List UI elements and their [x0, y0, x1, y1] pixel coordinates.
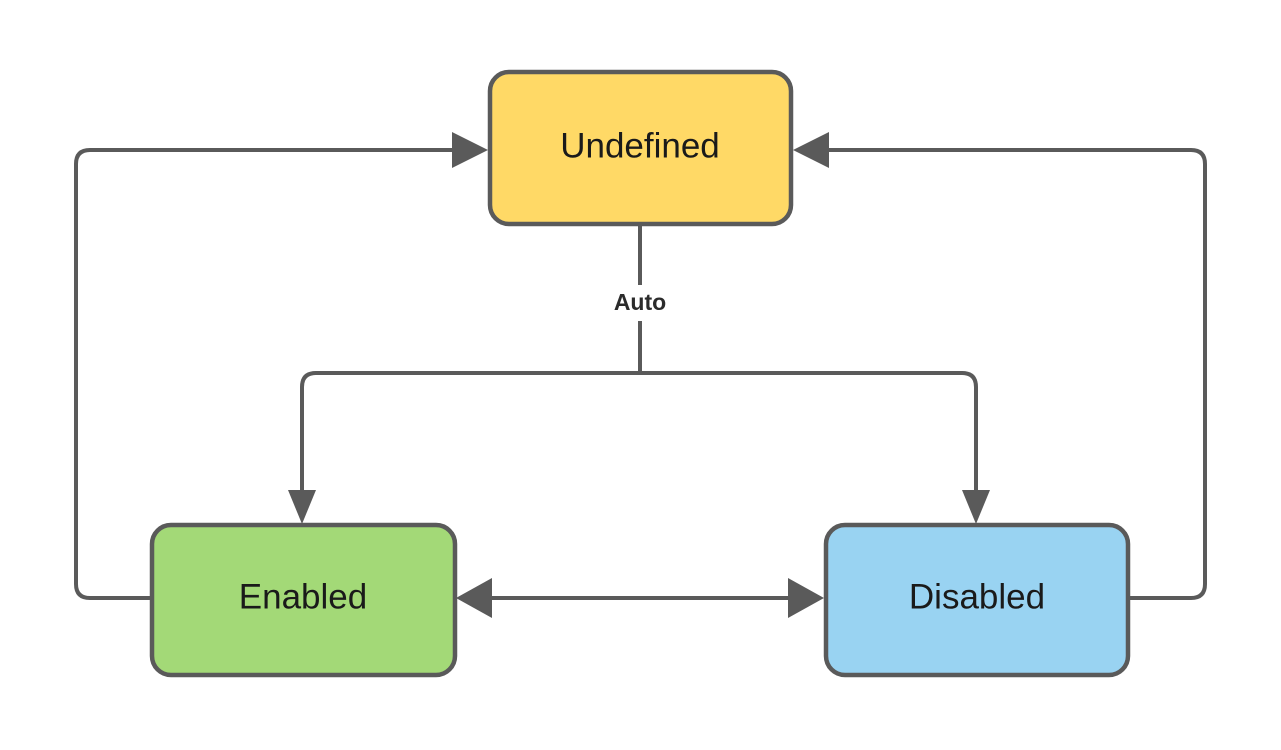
node-undefined-box: [487, 69, 794, 227]
arrowhead-into-undefined-left: [452, 132, 488, 168]
edge-enabled-disabled[interactable]: [456, 578, 824, 618]
edge-undefined-to-disabled-path: [640, 371, 978, 492]
node-enabled[interactable]: Enabled: [149, 522, 458, 678]
node-undefined[interactable]: Undefined: [487, 69, 794, 227]
arrowhead-into-disabled-left: [788, 578, 824, 618]
arrowhead-into-undefined-right: [793, 132, 829, 168]
node-enabled-box: [149, 522, 458, 678]
edge-undefined-to-enabled-path: [300, 371, 640, 492]
edge-disabled-to-undefined-path: [829, 148, 1207, 600]
node-disabled-box: [823, 522, 1131, 678]
edge-undefined-branch[interactable]: Auto: [288, 224, 990, 524]
edge-enabled-to-undefined[interactable]: [74, 132, 488, 600]
arrowhead-into-enabled-top: [288, 490, 316, 524]
edge-label-auto: Auto: [614, 289, 666, 315]
node-disabled-label: Disabled: [909, 577, 1045, 616]
edge-disabled-to-undefined[interactable]: [793, 132, 1207, 600]
edge-enabled-to-undefined-path: [74, 148, 452, 600]
arrowhead-into-enabled-right: [456, 578, 492, 618]
node-undefined-label: Undefined: [560, 126, 720, 165]
edge-label-auto-background: [592, 285, 688, 321]
arrowhead-into-disabled-top: [962, 490, 990, 524]
node-enabled-label: Enabled: [239, 577, 367, 616]
node-disabled[interactable]: Disabled: [823, 522, 1131, 678]
